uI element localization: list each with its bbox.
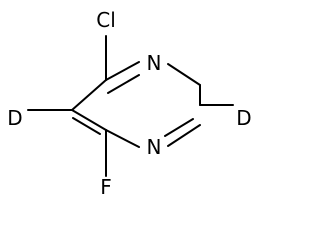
bond-n3-c2: [167, 63, 201, 86]
atom-fluorine: F: [100, 175, 112, 199]
atom-deuterium-left: D: [7, 106, 22, 130]
atom-deuterium-right: D: [236, 106, 251, 130]
bond-c6-c5-inner: [72, 117, 101, 135]
atom-nitrogen-top: N: [147, 51, 162, 75]
bond-n1-c6: [105, 129, 140, 148]
molecule-diagram: Cl N D D N F: [7, 8, 251, 199]
atom-chlorine: Cl: [96, 8, 116, 32]
atom-nitrogen-bottom: N: [147, 135, 162, 159]
bond-c4-n3: [105, 61, 140, 81]
bond-c6-c5: [71, 109, 107, 131]
bond-c5-c4: [71, 79, 107, 111]
bond-c2-n1: [167, 124, 201, 147]
bond-c4-n3-inner: [107, 74, 140, 94]
bond-c2-n1-inner: [164, 118, 194, 137]
